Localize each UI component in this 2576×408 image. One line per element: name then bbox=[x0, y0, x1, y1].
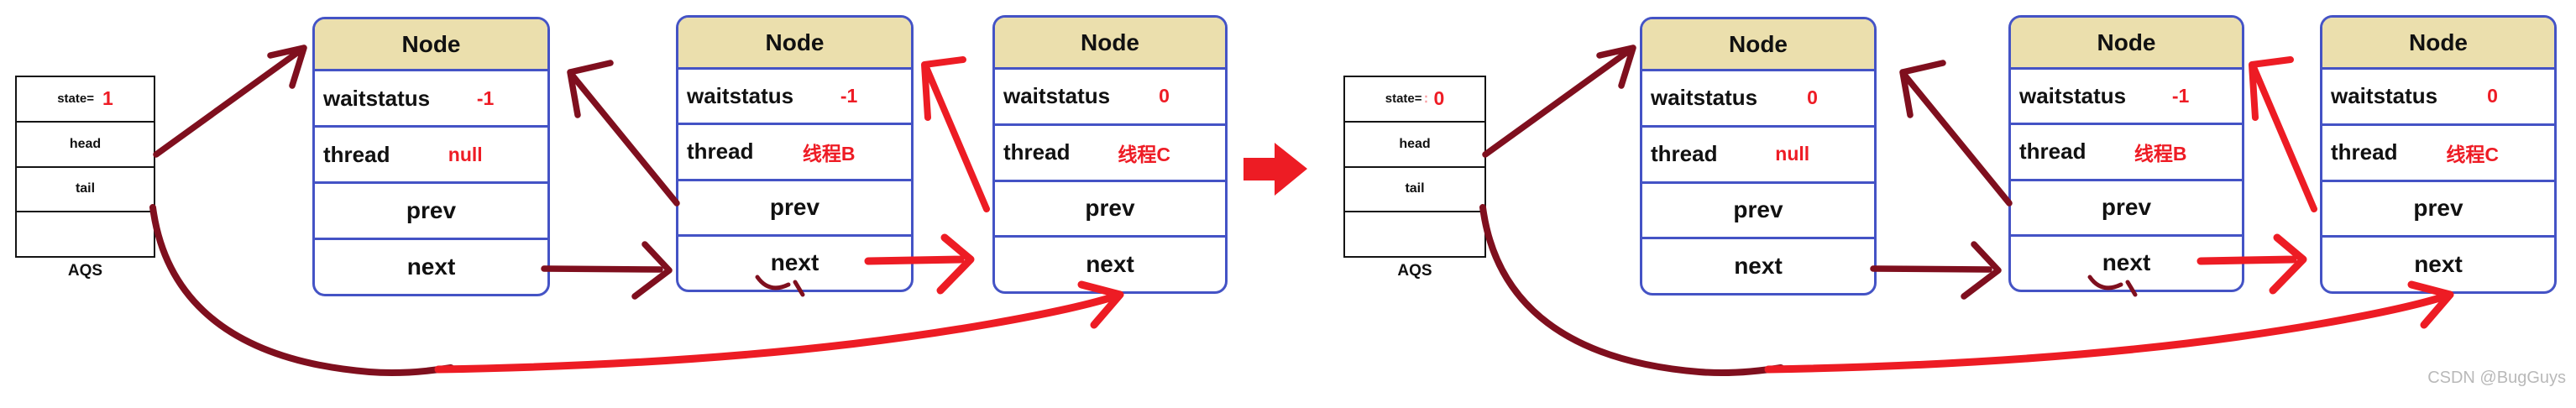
waitstatus-row: waitstatus 0 bbox=[2322, 70, 2554, 126]
waitstatus-row: waitstatus 0 bbox=[995, 70, 1225, 126]
node-box-right-3: Node waitstatus 0 thread 线程C prev next bbox=[2320, 15, 2557, 294]
thread-value: 线程B bbox=[802, 142, 856, 165]
state-value: 0 bbox=[1433, 87, 1445, 110]
state-ghost-mark: ∶ bbox=[1424, 92, 1428, 107]
thread-label: thread bbox=[687, 139, 754, 165]
node-box-left-2: Node waitstatus -1 thread 线程B prev next bbox=[676, 15, 914, 292]
head-pointer-arrow-right bbox=[1482, 44, 1636, 158]
thread-label: thread bbox=[2331, 139, 2398, 165]
waitstatus-value: -1 bbox=[476, 86, 495, 109]
prev-arrow-right-2to1 bbox=[1899, 60, 2013, 207]
state-label: state= bbox=[57, 92, 94, 107]
waitstatus-label: waitstatus bbox=[2019, 83, 2127, 109]
thread-row: thread null bbox=[1642, 128, 1874, 184]
head-pointer-arrow-left bbox=[153, 44, 307, 158]
node-title: Node bbox=[1642, 19, 1874, 71]
prev-arrow-left-3to2 bbox=[921, 56, 990, 212]
thread-label: thread bbox=[323, 141, 390, 167]
tail-curve-left-bright-segment bbox=[434, 280, 1124, 374]
aqs-head-row: head bbox=[17, 123, 154, 168]
node-box-right-2: Node waitstatus -1 thread 线程B prev next bbox=[2008, 15, 2244, 292]
waitstatus-row: waitstatus -1 bbox=[315, 71, 547, 128]
aqs-head-row: head bbox=[1345, 123, 1484, 168]
state-label: state= bbox=[1385, 92, 1422, 107]
thread-value: 线程B bbox=[2134, 142, 2187, 165]
next-row: next bbox=[2414, 251, 2463, 278]
thread-row: thread 线程B bbox=[678, 125, 911, 181]
thread-label: thread bbox=[1003, 139, 1071, 165]
aqs-box-left: state= 1 head tail bbox=[15, 76, 155, 258]
aqs-caption: AQS bbox=[1397, 262, 1432, 280]
waitstatus-label: waitstatus bbox=[687, 83, 794, 109]
aqs-empty-row bbox=[17, 212, 154, 256]
prev-row: prev bbox=[1642, 184, 1874, 240]
prev-arrow-left-2to1 bbox=[567, 60, 680, 207]
node-box-left-3: Node waitstatus 0 thread 线程C prev next bbox=[992, 15, 1228, 294]
node-title: Node bbox=[995, 18, 1225, 70]
next-row: next bbox=[1086, 251, 1134, 278]
node-title: Node bbox=[678, 18, 911, 70]
node-title: Node bbox=[2322, 18, 2554, 70]
thread-row: thread 线程C bbox=[995, 126, 1225, 182]
thread-row: thread 线程B bbox=[2011, 125, 2242, 181]
csdn-watermark: CSDN @BugGuys bbox=[2427, 369, 2566, 387]
aqs-state-row: state= 1 bbox=[17, 77, 154, 123]
node-box-left-1: Node waitstatus -1 thread null prev next bbox=[312, 17, 550, 296]
prev-row: prev bbox=[678, 181, 911, 237]
state-value: 1 bbox=[102, 87, 113, 110]
waitstatus-label: waitstatus bbox=[1003, 83, 1111, 109]
next-row: next bbox=[1734, 253, 1783, 280]
prev-row: prev bbox=[2011, 181, 2242, 237]
thread-value: 线程C bbox=[1118, 143, 1171, 165]
aqs-tail-row: tail bbox=[17, 168, 154, 213]
thread-value: null bbox=[1775, 143, 1810, 165]
node-title: Node bbox=[315, 19, 547, 71]
prev-row: prev bbox=[315, 184, 547, 240]
waitstatus-row: waitstatus 0 bbox=[1642, 71, 1874, 128]
aqs-tail-row: tail bbox=[1345, 168, 1484, 213]
waitstatus-value: 0 bbox=[2487, 85, 2498, 107]
transition-arrow bbox=[1243, 143, 1307, 196]
aqs-state-row: state=∶ 0 bbox=[1345, 77, 1484, 123]
thread-value: null bbox=[448, 143, 483, 165]
waitstatus-label: waitstatus bbox=[323, 85, 431, 111]
aqs-empty-row bbox=[1345, 212, 1484, 256]
prev-row: prev bbox=[995, 182, 1225, 238]
aqs-box-right: state=∶ 0 head tail bbox=[1343, 76, 1486, 258]
next-row: next bbox=[2102, 249, 2151, 276]
thread-row: thread 线程C bbox=[2322, 126, 2554, 182]
tail-curve-right-bright-segment bbox=[1764, 280, 2454, 374]
waitstatus-row: waitstatus -1 bbox=[2011, 70, 2242, 126]
next-row: next bbox=[770, 249, 819, 276]
node-title: Node bbox=[2011, 18, 2242, 70]
waitstatus-value: 0 bbox=[1159, 85, 1170, 107]
next-row: next bbox=[406, 254, 456, 280]
waitstatus-row: waitstatus -1 bbox=[678, 70, 911, 126]
prev-row: prev bbox=[2322, 182, 2554, 238]
node-box-right-1: Node waitstatus 0 thread null prev next bbox=[1640, 17, 1877, 296]
thread-label: thread bbox=[1651, 141, 1718, 167]
thread-value: 线程C bbox=[2446, 143, 2500, 165]
waitstatus-value: -1 bbox=[2171, 85, 2190, 107]
waitstatus-label: waitstatus bbox=[2331, 83, 2438, 109]
thread-row: thread null bbox=[315, 128, 547, 184]
waitstatus-value: -1 bbox=[840, 85, 858, 107]
aqs-caption: AQS bbox=[67, 262, 103, 280]
waitstatus-label: waitstatus bbox=[1651, 85, 1758, 111]
thread-label: thread bbox=[2019, 139, 2086, 165]
next-arrow-left-1to2 bbox=[541, 241, 673, 300]
next-arrow-right-1to2 bbox=[1870, 241, 2002, 300]
prev-arrow-right-3to2 bbox=[2249, 56, 2317, 212]
waitstatus-value: 0 bbox=[1807, 86, 1818, 109]
